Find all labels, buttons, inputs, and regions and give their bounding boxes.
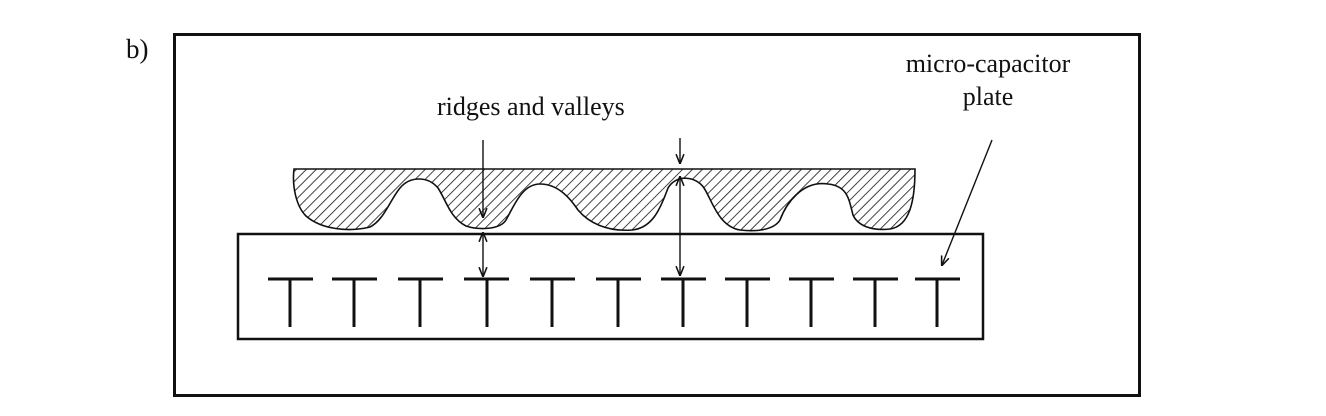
capacitor-plate (268, 277, 313, 327)
capacitor-plate (661, 277, 706, 327)
plate-leader-arrow (942, 139, 993, 265)
panel-label: b) (126, 34, 149, 64)
capacitor-plate (332, 277, 377, 327)
figure-frame (173, 33, 1141, 397)
micro-capacitor-plate-label: micro-capacitor plate (878, 48, 1098, 113)
capacitor-plate (725, 277, 770, 327)
plate-label-line2: plate (962, 81, 1014, 111)
capacitor-plate (530, 277, 575, 327)
capacitor-plate (853, 277, 898, 327)
capacitor-plate (915, 277, 960, 327)
capacitor-plates (268, 277, 960, 327)
ridges-and-valleys-label: ridges and valleys (437, 92, 625, 121)
capacitor-plate (464, 277, 509, 327)
capacitor-plate (789, 277, 834, 327)
plate-label-line1: micro-capacitor (905, 49, 1071, 78)
finger-surface (292, 168, 916, 232)
capacitor-plate (596, 277, 641, 327)
sensor-substrate (236, 232, 985, 341)
capacitor-plate (398, 277, 443, 327)
